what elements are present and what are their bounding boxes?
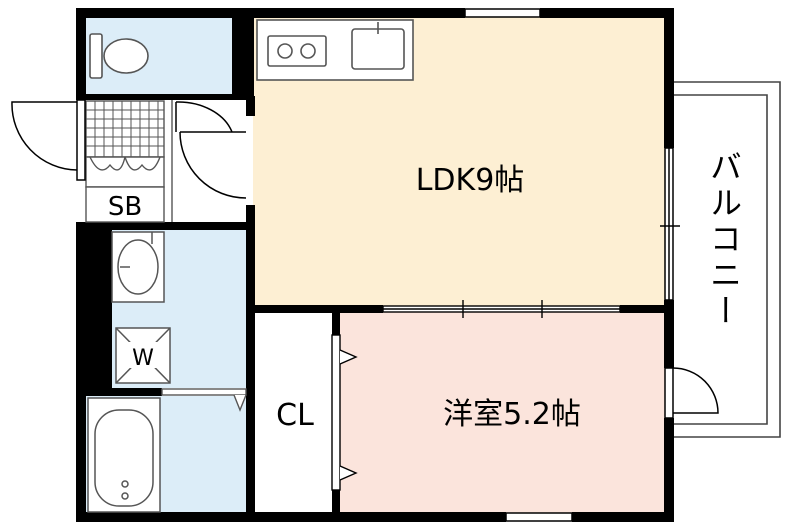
washroom-door <box>161 388 247 412</box>
washroom <box>111 231 165 303</box>
kitchen-counter <box>256 19 414 81</box>
walls <box>76 8 674 522</box>
entrance <box>11 99 247 223</box>
bathtub-icon <box>87 397 161 513</box>
closet-label: CL <box>276 398 314 433</box>
balcony-label: バルコニー <box>705 150 743 330</box>
sink-icon <box>351 28 405 70</box>
western-bottom-window <box>505 512 573 522</box>
western-balcony-door <box>664 367 719 419</box>
balcony <box>666 81 781 438</box>
room-labels: LDK9帖 洋室5.2帖 CL SB W バルコニー <box>108 150 743 433</box>
balcony-sliding-door <box>660 147 680 301</box>
washer-space <box>115 327 171 384</box>
shoe-box-label: SB <box>108 192 142 222</box>
closet-fill <box>253 312 333 514</box>
windows <box>464 8 573 522</box>
room-fills <box>85 17 666 514</box>
closet-doors <box>331 334 358 491</box>
western-room-label: 洋室5.2帖 <box>443 397 581 432</box>
toilet-icon <box>89 33 149 79</box>
stove-icon <box>267 35 327 67</box>
ldk-western-sliding-door <box>382 300 621 318</box>
western-room-fill <box>340 312 666 514</box>
ldk-top-window <box>464 8 541 18</box>
ldk-label: LDK9帖 <box>416 163 525 198</box>
basin-icon <box>117 239 159 295</box>
washer-label: W <box>132 346 154 371</box>
